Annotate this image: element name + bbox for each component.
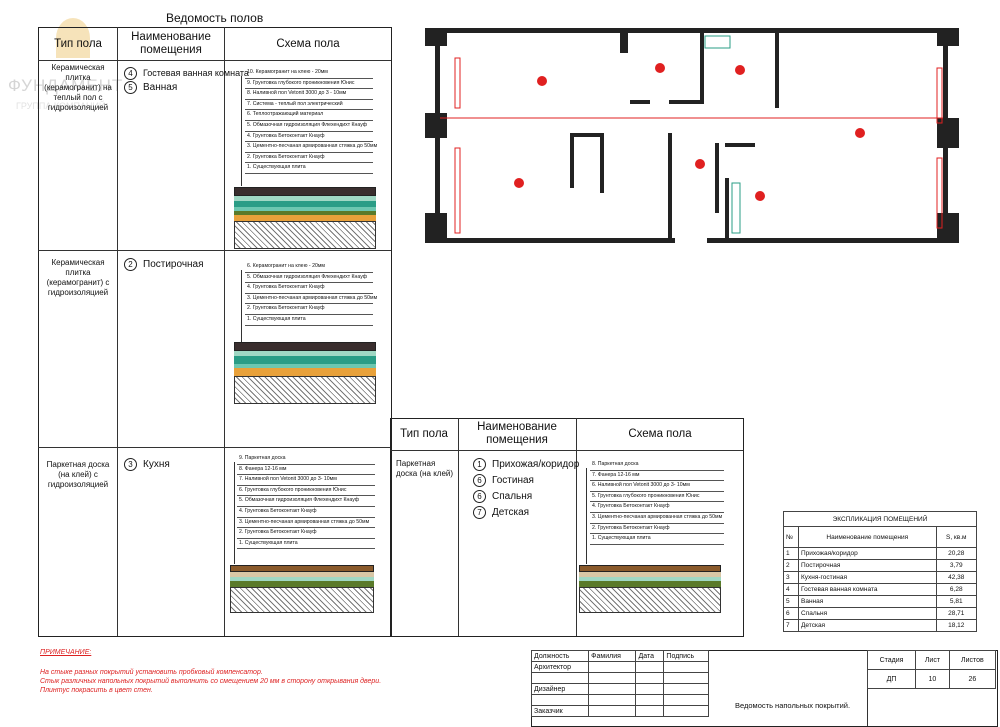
document-title: Ведомость напольных покрытий. [735,701,851,710]
header-room-name-2: Наименование помещения [477,421,557,446]
watermark-brand: ФУНДАМЕНТ [8,76,124,95]
header-floor-scheme-2: Схема пола [628,428,692,440]
header-floor-type-2: Тип пола [400,428,448,440]
floor-section-3 [230,565,374,613]
floor-section-1 [234,187,376,249]
floor-section-4 [579,565,721,613]
note-line: На стыке разных покрытий установить проб… [40,669,263,676]
page-title: Ведомость полов [166,11,264,25]
note-line: Стык различных напольных покрытий выполн… [40,678,382,685]
watermark-logo: ФУНДАМЕНТ ГРУППА КОМПАНИЙ [4,18,144,128]
floor-table-main [38,27,392,637]
note-title: ПРИМЕЧАНИЕ: [40,649,92,656]
floor-plan [425,28,959,243]
floor-type-3: Паркетная доска (на клей) с гидроизоляци… [46,460,110,489]
floor-type-4: Паркетная доска (на клей) [396,459,454,478]
floor-table-secondary [390,418,744,637]
floor-type-2: Керамическая плитка (керамогранит) с гид… [46,258,110,297]
watermark-sub: ГРУППА КОМПАНИЙ [16,101,106,111]
header-floor-type: Тип пола [54,38,102,50]
note-line: Плинтус покрасить в цвет стен. [40,687,153,694]
floor-section-2 [234,342,376,404]
floor-type-1: Керамическая плитка (керамогранит) на те… [44,63,112,112]
header-room-name: Наименование помещения [131,31,211,56]
header-floor-scheme: Схема пола [276,38,340,50]
